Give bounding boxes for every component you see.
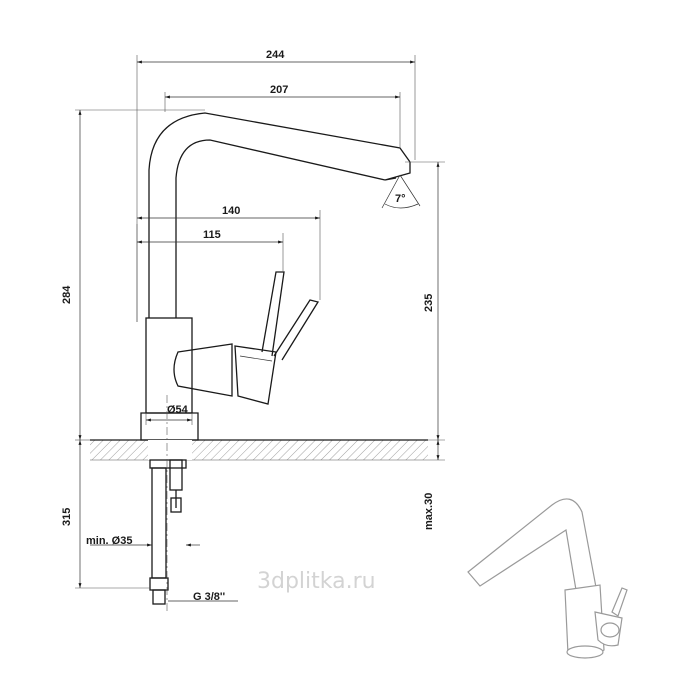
watermark-text: 3dplitka.ru xyxy=(257,569,376,594)
dim-hole-min: min. Ø35 xyxy=(86,535,132,547)
spout-tip xyxy=(384,162,411,181)
dim-thread: G 3/8'' xyxy=(193,591,226,603)
mounting-base xyxy=(140,412,199,441)
extension-lines xyxy=(75,55,445,589)
faucet-elevation xyxy=(140,112,411,441)
lever-handle-raised xyxy=(273,299,320,361)
lever-handle xyxy=(261,271,285,357)
spout-outline-outer xyxy=(148,112,411,318)
dim-width-lever-inner: 115 xyxy=(203,229,221,241)
dimension-lines xyxy=(78,60,440,602)
counter-top xyxy=(90,439,428,461)
dim-width-spout: 207 xyxy=(270,84,288,96)
dim-height-total: 284 xyxy=(61,285,73,304)
cartridge-housing xyxy=(173,343,233,397)
dim-max-thickness: max.30 xyxy=(423,493,435,530)
spout-outline-inner xyxy=(175,139,386,318)
dim-height-spout: 235 xyxy=(423,294,435,312)
under-counter-assembly xyxy=(149,459,187,605)
dim-spout-angle: 7° xyxy=(395,193,406,205)
dim-width-total: 244 xyxy=(266,49,285,61)
dim-body-diameter: Ø54 xyxy=(167,404,189,416)
faucet-body xyxy=(145,317,193,414)
dimension-labels: 244 207 140 115 7° Ø54 min. Ø35 G 3/8'' … xyxy=(61,49,435,603)
lever-knob xyxy=(234,345,277,405)
dim-below-counter: 315 xyxy=(61,508,73,526)
faucet-thumbnail xyxy=(467,498,628,659)
dim-width-lever: 140 xyxy=(222,205,240,217)
